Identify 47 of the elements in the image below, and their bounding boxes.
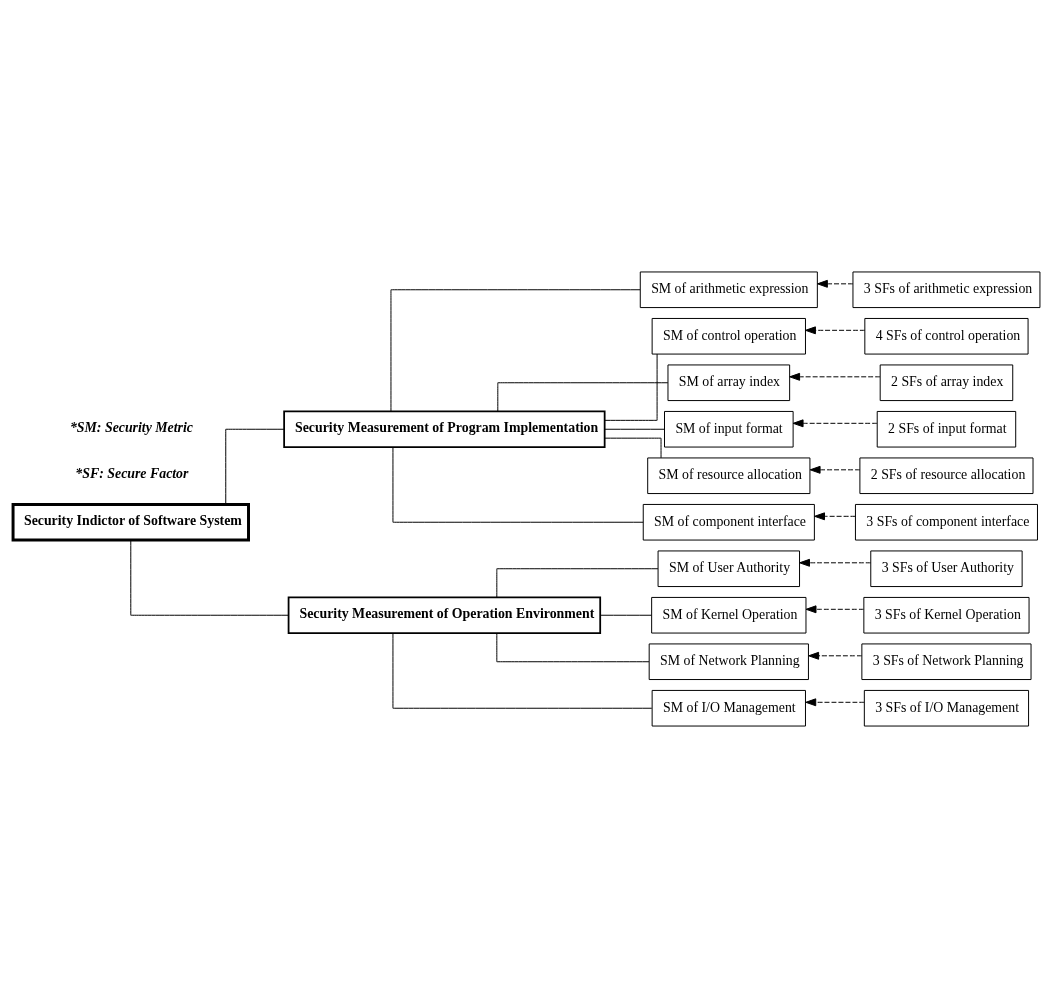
node-box: 2 SFs of input format	[876, 410, 1017, 448]
node-box: SM of component interface	[642, 503, 815, 541]
connector	[225, 428, 285, 505]
connector	[392, 632, 653, 709]
node-box: SM of I/O Management	[651, 689, 806, 727]
arrow	[805, 605, 865, 614]
node-box: SM of control operation	[651, 317, 806, 355]
node-box: 3 SFs of User Authority	[870, 550, 1023, 588]
connector	[390, 289, 641, 412]
node-box: SM of arithmetic expression	[639, 271, 818, 309]
arrow	[805, 698, 865, 707]
connector	[604, 437, 662, 459]
node-box: SM of User Authority	[657, 550, 801, 588]
node-box: 3 SFs of Network Planning	[861, 643, 1032, 681]
node-box: Security Measurement of Program Implementation	[283, 410, 606, 448]
connector	[599, 614, 653, 616]
node-box: SM of array index	[667, 364, 791, 402]
arrow	[789, 372, 881, 381]
node-box: 4 SFs of control operation	[864, 317, 1029, 355]
connector	[604, 353, 658, 421]
node-box: Security Measurement of Operation Environment	[287, 596, 602, 634]
node-box: SM of Network Planning	[648, 643, 809, 681]
arrow	[805, 326, 866, 335]
label: *SF: Secure Factor	[75, 466, 189, 482]
node-box: SM of Kernel Operation	[651, 596, 807, 634]
connector	[604, 428, 665, 430]
node-box: 3 SFs of component interface	[854, 503, 1038, 541]
arrow	[816, 279, 854, 288]
node-box: 2 SFs of array index	[879, 364, 1014, 402]
node-box: SM of input format	[664, 410, 794, 448]
arrow	[809, 465, 861, 474]
connector	[496, 632, 650, 663]
connector	[130, 539, 289, 616]
arrow	[792, 419, 878, 428]
node-box: 3 SFs of I/O Management	[863, 689, 1030, 727]
connector	[497, 382, 669, 412]
connector	[496, 568, 659, 598]
node-box: 3 SFs of arithmetic expression	[852, 271, 1041, 309]
node-box: 2 SFs of resource allocation	[859, 457, 1034, 495]
node-box: Security Indictor of Software System	[11, 502, 250, 542]
arrow	[799, 558, 872, 567]
label: *SM: Security Metric	[69, 419, 193, 435]
arrow	[808, 651, 863, 660]
connector	[392, 446, 644, 523]
node-box: SM of resource allocation	[647, 457, 811, 495]
node-box: 3 SFs of Kernel Operation	[863, 596, 1030, 634]
arrow	[814, 512, 856, 521]
